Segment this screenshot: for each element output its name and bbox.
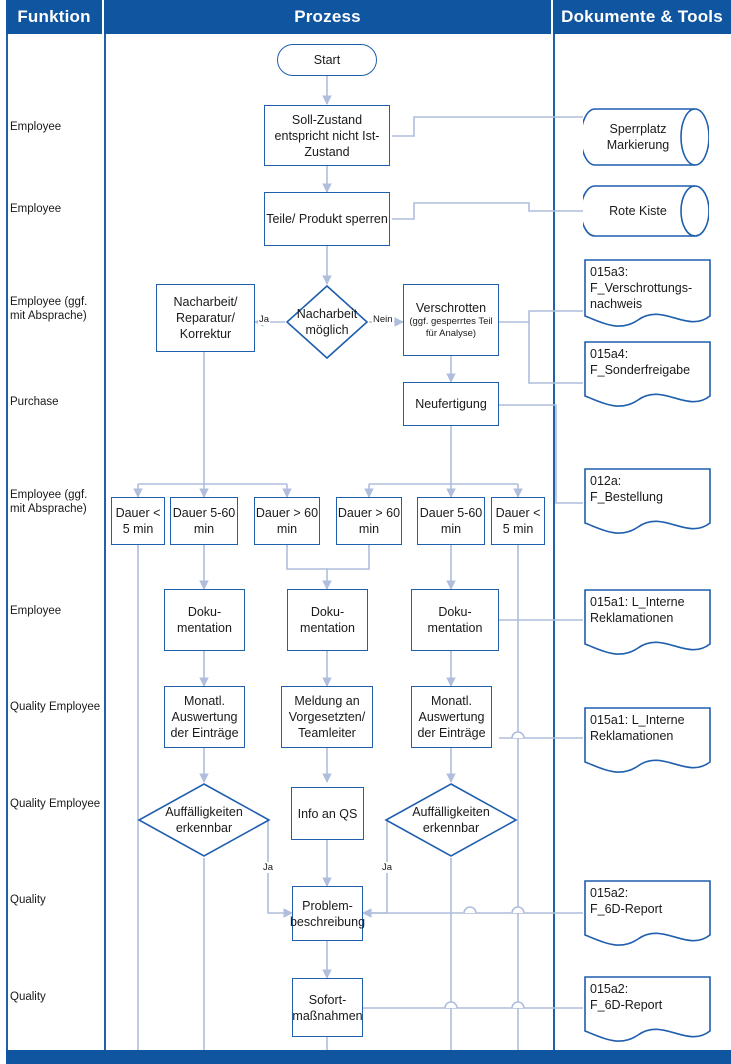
node-nacharbeit-reparatur-korrektur[interactable]: Nacharbeit/ Reparatur/ Korrektur [156,284,255,352]
role-label-2: Employee [10,203,62,215]
node-dokumentation-1[interactable]: Doku- mentation [164,589,245,651]
node-neufertigung[interactable]: Neufertigung [403,382,499,426]
doc-015a3-label: 015a3:F_Verschrottungs-nachweis [590,265,693,311]
decision-auffaelligkeiten-2[interactable]: Auffälligkeiten erkennbar [384,782,518,858]
doc-012a-bestellung[interactable]: 012a:F_Bestellung [583,467,712,537]
role-label-4: Purchase [10,396,59,408]
doc-015a4-sonderfreigabe[interactable]: 015a4:F_Sonderfreigabe [583,340,712,410]
edge-label-nein-nacharbeit: Nein [372,314,394,325]
doc-015a2-1-label: 015a2:F_6D-Report [590,886,663,916]
edge-label-ja-auffaelligkeiten-2: Ja [381,862,394,873]
role-label-7: Quality Employee [10,701,101,713]
role-label-8: Quality Employee [10,798,101,810]
doc-015a3-verschrottungsnachweis[interactable]: 015a3:F_Verschrottungs-nachweis [583,258,712,330]
role-label-3: Employee (ggf. mit Absprache) [10,296,88,322]
doc-rote-kiste[interactable]: Rote Kiste [583,185,709,237]
node-dokumentation-3[interactable]: Doku- mentation [411,589,499,651]
node-meldung-vorgesetzten[interactable]: Meldung an Vorgesetzten/ Teamleiter [281,686,373,748]
decision-nacharbeit-moeglich[interactable]: Nacharbeit möglich [285,284,369,360]
decision-auffaelligkeiten-1-label: Auffälligkeiten erkennbar [165,805,243,835]
edge-label-ja-auffaelligkeiten-1: Ja [262,862,275,873]
footer-band [6,1050,731,1064]
node-start[interactable]: Start [277,44,377,76]
header-dokumente: Dokumente & Tools [553,0,731,34]
header-prozess: Prozess [104,0,551,34]
doc-012a-label: 012a:F_Bestellung [590,474,663,504]
doc-015a2-2-label: 015a2:F_6D-Report [590,982,663,1012]
node-dauer-5[interactable]: Dauer 5-60 min [417,497,485,545]
node-dauer-4[interactable]: Dauer > 60 min [336,497,402,545]
node-info-an-qs[interactable]: Info an QS [291,787,364,840]
node-dauer-6[interactable]: Dauer < 5 min [491,497,545,545]
node-dauer-3[interactable]: Dauer > 60 min [254,497,320,545]
role-label-5: Employee (ggf. mit Absprache) [10,489,88,515]
node-dokumentation-2[interactable]: Doku- mentation [287,589,368,651]
doc-015a4-label: 015a4:F_Sonderfreigabe [590,347,691,377]
role-label-10: Quality [10,991,46,1003]
node-soll-zustand[interactable]: Soll-Zustand entspricht nicht Ist-Zustan… [264,105,390,166]
header-funktion: Funktion [6,0,102,34]
node-monatl-auswertung-1[interactable]: Monatl. Auswertung der Einträge [164,686,245,748]
lane-dokumente [553,34,731,1050]
node-dauer-2[interactable]: Dauer 5-60 min [170,497,238,545]
node-sofortmassnahmen[interactable]: Sofort- maßnahmen [292,978,363,1037]
node-monatl-auswertung-2[interactable]: Monatl. Auswertung der Einträge [411,686,492,748]
role-label-9: Quality [10,894,46,906]
doc-015a2-6d-report-1[interactable]: 015a2:F_6D-Report [583,879,712,949]
decision-auffaelligkeiten-1[interactable]: Auffälligkeiten erkennbar [137,782,271,858]
node-dauer-1[interactable]: Dauer < 5 min [111,497,165,545]
doc-015a2-6d-report-2[interactable]: 015a2:F_6D-Report [583,975,712,1045]
role-label-6: Employee [10,605,62,617]
node-verschrotten-title: Verschrotten [415,301,487,315]
node-verschrotten-sub: (ggf. gesperrtes Teil für Analyse) [409,316,493,339]
node-problembeschreibung[interactable]: Problem- beschreibung [290,886,365,941]
edge-label-ja-nacharbeit: Ja [258,314,271,325]
node-teile-produkt-sperren[interactable]: Teile/ Produkt sperren [264,192,390,246]
decision-auffaelligkeiten-2-label: Auffälligkeiten erkennbar [412,805,490,835]
decision-nacharbeit-label: Nacharbeit möglich [296,307,358,337]
doc-rote-kiste-label: Rote Kiste [609,204,667,218]
role-label-1: Employee [10,121,62,133]
node-verschrotten[interactable]: Verschrotten (ggf. gesperrtes Teil für A… [403,284,499,356]
